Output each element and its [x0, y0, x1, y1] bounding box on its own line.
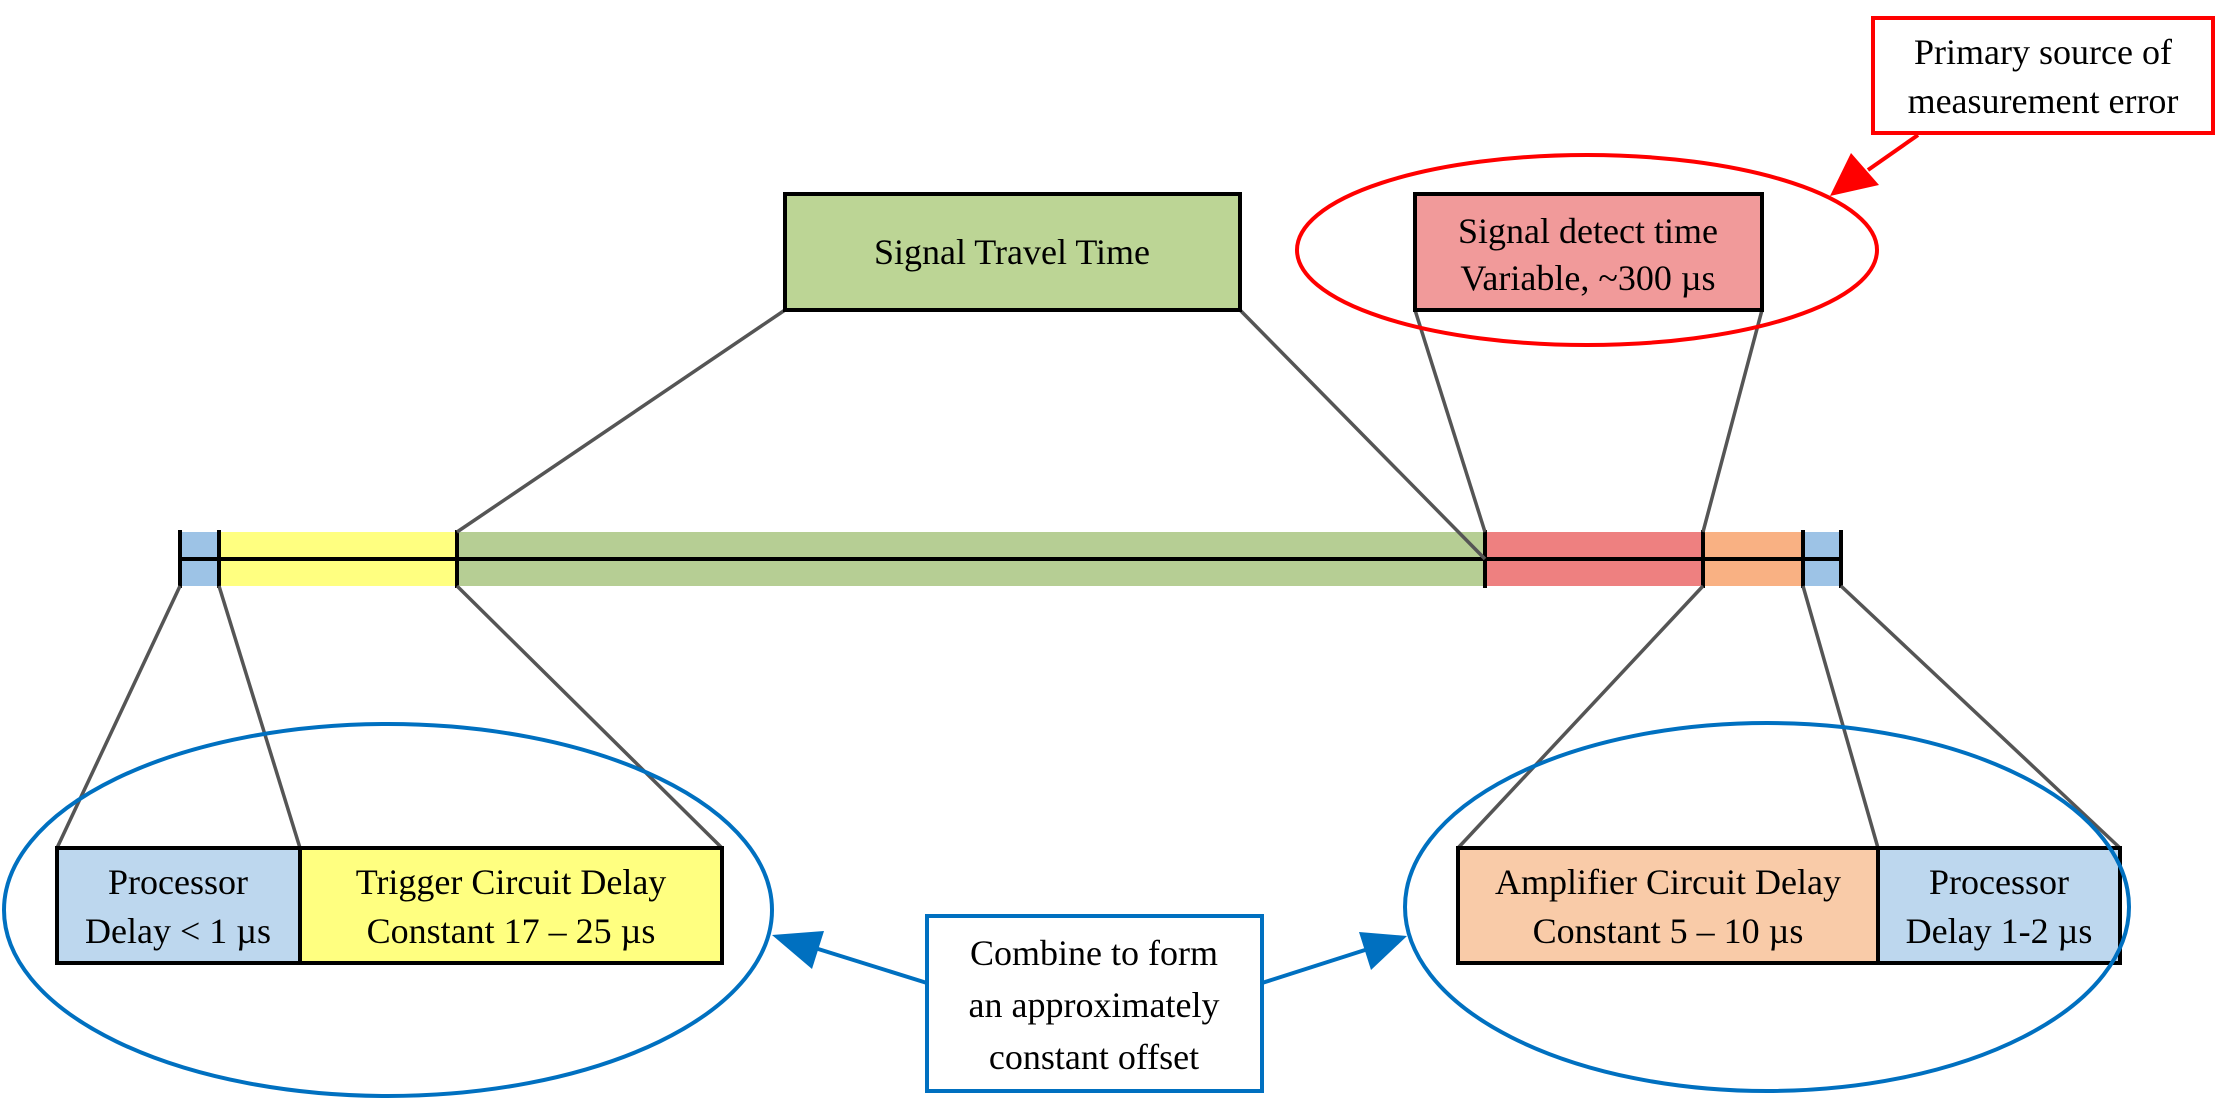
trigger-circuit-box: [298, 846, 724, 965]
trigger-circuit-line1: Trigger Circuit Delay: [356, 862, 667, 902]
error-callout-arrow: [1830, 133, 1920, 196]
signal-detect-time-box: Signal detect time Variable, ~300 µs: [1413, 192, 1764, 312]
left-processor-line1: Processor: [108, 862, 248, 902]
offset-callout-line2: an approximately: [969, 985, 1220, 1025]
timeline-ticks: [178, 530, 1843, 588]
connector-lines: [55, 308, 2122, 850]
right-processor-line1: Processor: [1929, 862, 2069, 902]
signal-travel-time-box: Signal Travel Time: [783, 192, 1242, 312]
offset-callout-left-arrow: [772, 931, 928, 985]
left-offset-ellipse: [2, 722, 774, 1098]
error-callout-line1: Primary source of: [1914, 32, 2172, 72]
amplifier-circuit-line1: Amplifier Circuit Delay: [1495, 862, 1841, 902]
error-callout: Primary source of measurement error: [1871, 16, 2215, 135]
left-delay-group: Processor Delay < 1 µs Trigger Circuit D…: [2, 722, 774, 1098]
trigger-circuit-line2: Constant 17 – 25 µs: [367, 911, 656, 951]
amplifier-circuit-line2: Constant 5 – 10 µs: [1533, 911, 1804, 951]
timeline-bar: [178, 530, 1843, 588]
right-delay-group: Amplifier Circuit Delay Constant 5 – 10 …: [1403, 721, 2131, 1093]
left-processor-box: [55, 846, 302, 965]
right-processor-line2: Delay 1-2 µs: [1906, 911, 2093, 951]
amplifier-circuit-box: [1456, 846, 1880, 965]
signal-detect-line2: Variable, ~300 µs: [1460, 258, 1715, 298]
offset-callout-line1: Combine to form: [970, 933, 1218, 973]
right-processor-box: [1876, 846, 2122, 965]
error-highlight-ellipse: [1295, 153, 1879, 347]
left-processor-line2: Delay < 1 µs: [85, 911, 271, 951]
offset-callout: Combine to form an approximately constan…: [925, 914, 1264, 1093]
offset-callout-right-arrow: [1261, 932, 1407, 985]
signal-travel-time-label: Signal Travel Time: [874, 232, 1150, 272]
offset-callout-line3: constant offset: [989, 1037, 1199, 1077]
error-callout-line2: measurement error: [1908, 81, 2179, 121]
signal-detect-line1: Signal detect time: [1458, 211, 1718, 251]
right-offset-ellipse: [1403, 721, 2131, 1093]
